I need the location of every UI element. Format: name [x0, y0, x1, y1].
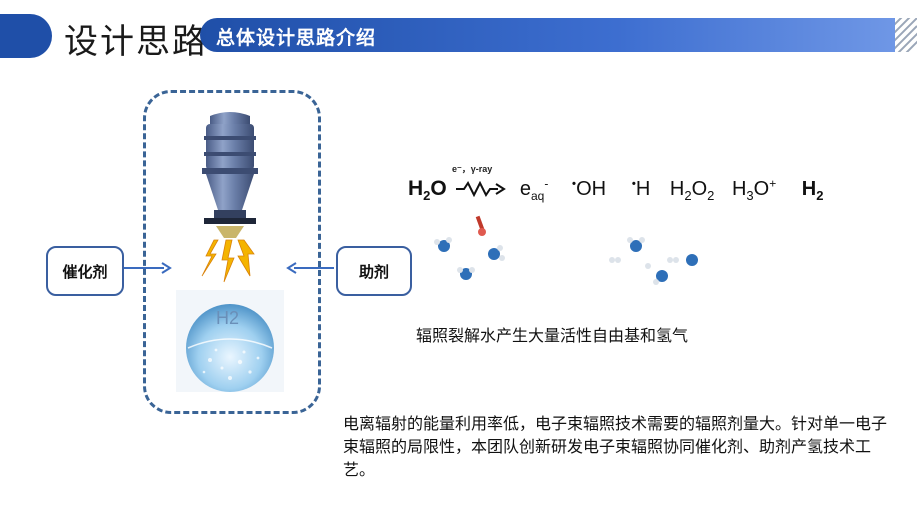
molecules-right-illustration — [609, 237, 698, 285]
product-hydrogen-radical: •H — [631, 176, 651, 200]
corner-stripes-decoration — [895, 18, 917, 52]
additive-label: 助剂 — [358, 262, 389, 281]
product-hydrogen-peroxide: H2O2 — [669, 177, 715, 203]
flask-label: H2 — [216, 308, 239, 328]
description-text: 电离辐射的能量利用率低，电子束辐照技术需要的辐照剂量大。针对单一电子束辐照的局限… — [343, 414, 888, 479]
section-title-bar — [200, 18, 895, 52]
product-hydrated-electron: eaq- — [519, 176, 549, 203]
product-hydronium: H3O+ — [731, 176, 777, 203]
radiation-label: e⁻，γ-ray — [452, 164, 493, 174]
apparatus-frame — [143, 90, 321, 414]
arrow-additive-in — [286, 262, 334, 274]
catalyst-label-box: 催化剂 — [46, 246, 124, 296]
radiation-arrow-icon — [456, 181, 507, 198]
reaction-equation: H2O eaq- •OH •H H2O2 H3O+ H2 — [408, 176, 823, 203]
header-accent-tab — [0, 14, 52, 58]
product-hydrogen-gas: H2 — [801, 177, 824, 203]
molecules-left-illustration — [434, 215, 505, 280]
electron-accelerator-illustration: H2 — [176, 112, 284, 392]
catalyst-label: 催化剂 — [62, 262, 108, 281]
section-title: 总体设计思路介绍 — [216, 27, 377, 49]
reaction-caption: 辐照裂解水产生大量活性自由基和氢气 — [416, 326, 689, 345]
additive-label-box: 助剂 — [336, 246, 412, 296]
arrow-catalyst-in — [124, 262, 172, 274]
page-title: 设计思路 — [64, 22, 208, 62]
product-hydroxyl-radical: •OH — [571, 176, 607, 200]
reactant-water: H2O — [408, 176, 447, 203]
